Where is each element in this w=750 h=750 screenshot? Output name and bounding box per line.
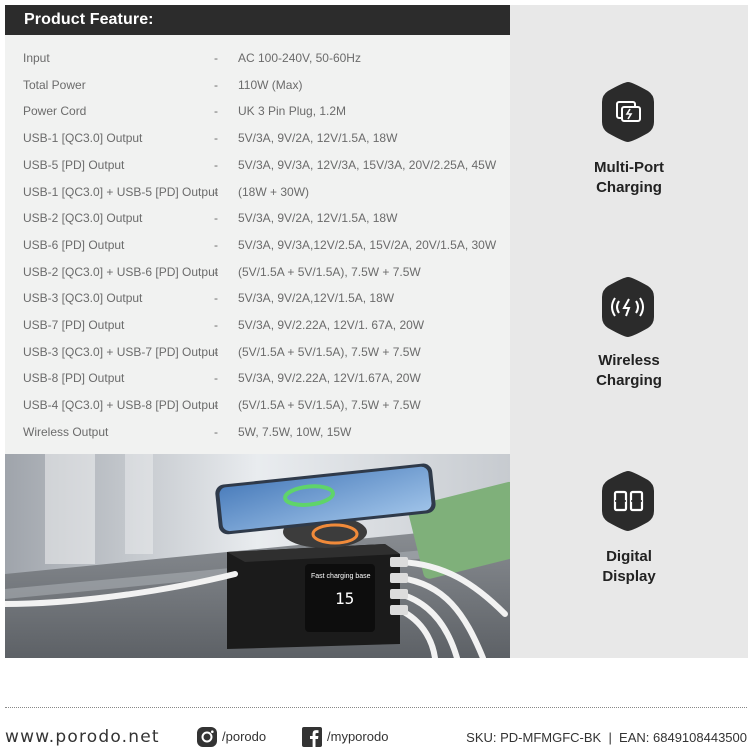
spec-value: (18W + 30W) — [238, 184, 310, 199]
spec-separator: - — [214, 371, 218, 386]
wireless-charging-icon — [602, 277, 654, 337]
spec-row: Input - AC 100-240V, 50-60Hz — [5, 45, 510, 71]
spec-separator: - — [214, 344, 218, 359]
spec-value: 5V/3A, 9V/3A, 12V/3A, 15V/3A, 20V/2.25A,… — [238, 157, 497, 172]
spec-panel: Product Feature: Input - AC 100-240V, 50-6… — [5, 5, 510, 658]
spec-separator: - — [214, 237, 218, 252]
spec-label: USB-2 [QC3.0] Output — [23, 211, 143, 226]
digital-display-icon — [602, 471, 654, 531]
spec-label: USB-3 [QC3.0] + USB-7 [PD] Output — [23, 344, 219, 359]
spec-value: 5V/3A, 9V/2A, 12V/1.5A, 18W — [238, 211, 398, 226]
spec-label: USB-4 [QC3.0] + USB-8 [PD] Output — [23, 398, 219, 413]
website-link[interactable]: www.porodo.net — [5, 727, 160, 747]
spec-value: (5V/1.5A + 5V/1.5A), 7.5W + 7.5W — [238, 344, 421, 359]
spec-value: 5V/3A, 9V/2A, 12V/1.5A, 18W — [238, 131, 398, 146]
feature-line1: Digital — [606, 548, 652, 565]
feature-label: Digital Display — [510, 547, 748, 587]
feature-line2: Display — [602, 568, 656, 585]
spec-label: USB-8 [PD] Output — [23, 371, 125, 386]
feature-line1: Wireless — [598, 352, 660, 369]
screen-caption: Fast charging base — [311, 573, 371, 580]
spec-value: 5V/3A, 9V/2.22A, 12V/1. 67A, 20W — [238, 318, 425, 332]
spec-separator: - — [214, 104, 218, 119]
spec-row: Power Cord - UK 3 Pin Plug, 1.2M — [5, 98, 510, 124]
spec-separator: - — [214, 264, 218, 279]
feature-title: Product Feature: — [24, 11, 154, 28]
footer-divider — [5, 707, 747, 708]
feature-label: Multi-Port Charging — [510, 158, 748, 198]
spec-separator: - — [214, 424, 218, 439]
spec-row: USB-2 [QC3.0] Output - 5V/3A, 9V/2A, 12V/1… — [5, 205, 510, 231]
spec-label: USB-2 [QC3.0] + USB-6 [PD] Output — [23, 264, 219, 279]
spec-value: 5W, 7.5W, 10W, 15W — [238, 424, 352, 439]
spec-value: AC 100-240V, 50-60Hz — [238, 51, 361, 65]
instagram-icon[interactable] — [196, 726, 218, 748]
spec-value: (5V/1.5A + 5V/1.5A), 7.5W + 7.5W — [238, 264, 421, 279]
spec-separator: - — [214, 398, 218, 413]
feature-line1: Multi-Port — [594, 159, 664, 176]
spec-row: USB-7 [PD] Output - 5V/3A, 9V/2.22A, 12V/1… — [5, 312, 510, 338]
spec-row: USB-6 [PD] Output - 5V/3A, 9V/3A,12V/2.5A,… — [5, 232, 510, 258]
spec-label: Wireless Output — [23, 424, 109, 439]
spec-row: USB-3 [QC3.0] + USB-7 [PD] Output- (5V/1.… — [5, 339, 510, 365]
spec-row: USB-2 [QC3.0] + USB-6 [PD] Output- (5V/1.… — [5, 259, 510, 285]
product-photo: Fast charging base 15 — [5, 454, 510, 658]
facebook-icon[interactable] — [301, 726, 323, 748]
spec-separator: - — [214, 131, 218, 146]
spec-label: USB-6 [PD] Output — [23, 237, 125, 252]
multi-port-icon — [602, 82, 654, 142]
spec-label: USB-3 [QC3.0] Output — [23, 291, 143, 306]
screen-digits: 15 — [335, 589, 354, 608]
feature-wireless: Wireless Charging — [510, 275, 748, 405]
feature-line2: Charging — [596, 179, 662, 196]
charging-station-photo: Fast charging base 15 — [5, 454, 510, 658]
spec-value: (5V/1.5A + 5V/1.5A), 7.5W + 7.5W — [238, 398, 421, 413]
spec-row: Wireless Output - 5W, 7.5W, 10W, 15W — [5, 419, 510, 445]
spec-row: Total Power - 110W (Max) — [5, 72, 510, 98]
instagram-handle[interactable]: /porodo — [222, 729, 267, 744]
spec-separator: - — [214, 291, 218, 306]
spec-separator: - — [214, 318, 218, 332]
spec-value: 110W (Max) — [238, 77, 303, 92]
feature-header: Product Feature: — [5, 5, 510, 35]
spec-label: Total Power — [23, 77, 86, 92]
spec-label: USB-7 [PD] Output — [23, 318, 125, 332]
spec-value: 5V/3A, 9V/2A,12V/1.5A, 18W — [238, 291, 395, 306]
spec-value: 5V/3A, 9V/3A,12V/2.5A, 15V/2A, 20V/1.5A,… — [238, 237, 497, 252]
spec-label: Power Cord — [23, 104, 87, 119]
sku-ean: SKU: PD-MFMGFC-BK | EAN: 6849108443500 — [466, 730, 747, 745]
spec-row: USB-3 [QC3.0] Output - 5V/3A, 9V/2A,12V/1.… — [5, 285, 510, 311]
spec-label: USB-5 [PD] Output — [23, 157, 125, 172]
feature-multi-port: Multi-Port Charging — [510, 80, 748, 210]
feature-line2: Charging — [596, 372, 662, 389]
spec-separator: - — [214, 211, 218, 226]
spec-separator: - — [214, 157, 218, 172]
spec-label: Input — [23, 51, 50, 65]
spec-separator: - — [214, 77, 218, 92]
facebook-handle[interactable]: /myporodo — [327, 729, 389, 744]
spec-separator: - — [214, 51, 218, 65]
spec-value: UK 3 Pin Plug, 1.2M — [238, 104, 347, 119]
spec-label: USB-1 [QC3.0] + USB-5 [PD] Output — [23, 184, 219, 199]
spec-row: USB-8 [PD] Output - 5V/3A, 9V/2.22A, 12V/1… — [5, 365, 510, 391]
feature-label: Wireless Charging — [510, 351, 748, 391]
feature-sidebar: Multi-Port Charging Wireless Charging D — [510, 5, 748, 658]
spec-row: USB-1 [QC3.0] Output - 5V/3A, 9V/2A, 12V/1… — [5, 125, 510, 151]
spec-row: USB-4 [QC3.0] + USB-8 [PD] Output- (5V/1.… — [5, 392, 510, 418]
spec-row: USB-1 [QC3.0] + USB-5 [PD] Output- (18W +… — [5, 179, 510, 205]
feature-digital-display: Digital Display — [510, 469, 748, 599]
spec-separator: - — [214, 184, 218, 199]
spec-label: USB-1 [QC3.0] Output — [23, 131, 143, 146]
spec-value: 5V/3A, 9V/2.22A, 12V/1.67A, 20W — [238, 371, 421, 386]
spec-row: USB-5 [PD] Output - 5V/3A, 9V/3A, 12V/3A, … — [5, 152, 510, 178]
footer: www.porodo.net /porodo /myporodo SKU: PD… — [0, 720, 750, 750]
